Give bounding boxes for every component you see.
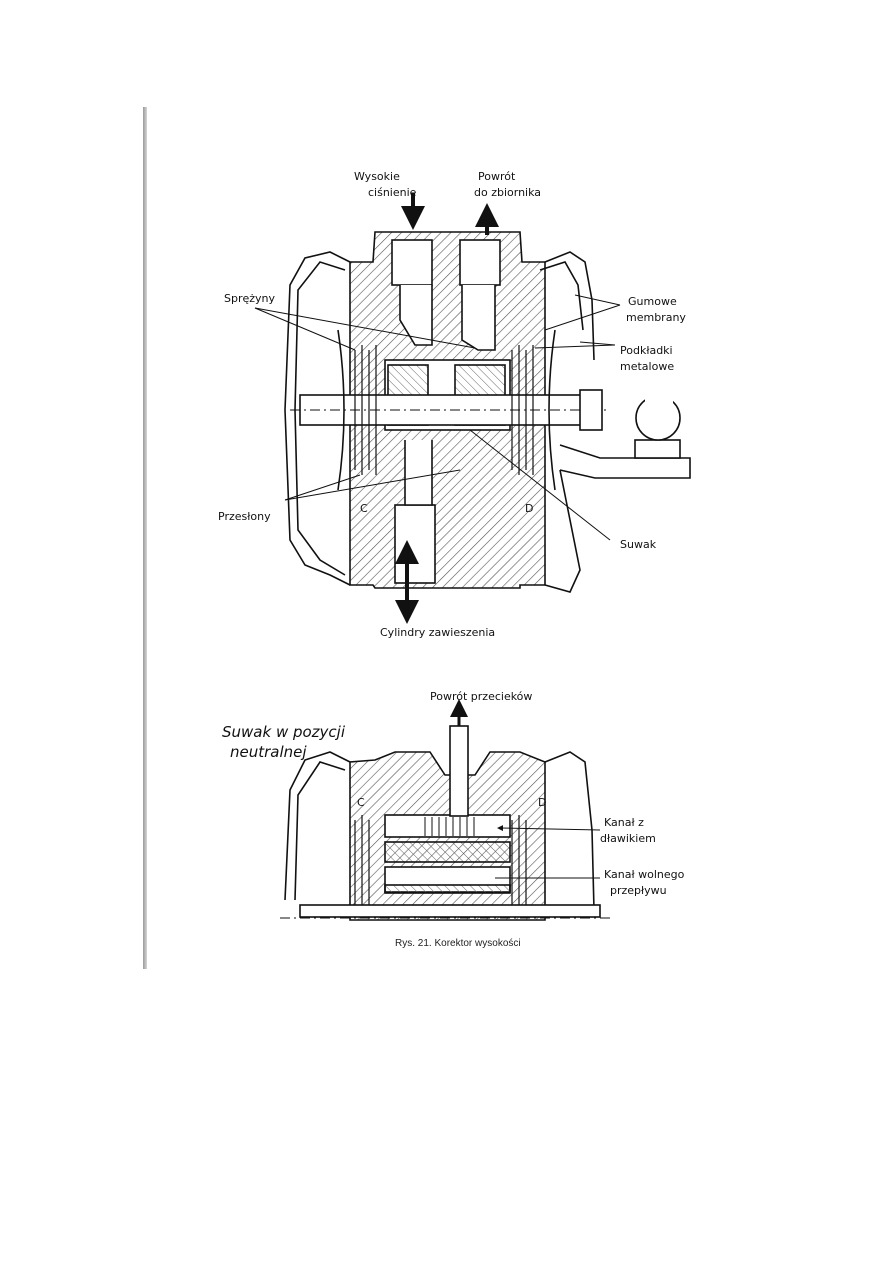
- lower-section-drawing: [280, 725, 610, 921]
- labels: Wysokie ciśnienie Powrót do zbiornika Sp…: [218, 170, 686, 949]
- label-metal-washers-2: metalowe: [620, 360, 674, 373]
- label-return-tank-2: do zbiornika: [474, 186, 541, 199]
- label-suspension-cylinders: Cylindry zawieszenia: [380, 626, 495, 639]
- label-free-flow-channel-1: Kanał wolnego: [604, 868, 685, 881]
- upper-section-drawing: [284, 231, 691, 593]
- label-free-flow-channel-2: przepływu: [610, 884, 667, 897]
- scanned-page-edge: [143, 107, 147, 969]
- label-chamber-d: D: [525, 502, 533, 515]
- label-metal-washers-1: Podkładki: [620, 344, 673, 357]
- label-rubber-membranes-2: membrany: [626, 311, 686, 324]
- label-throttle-channel-1: Kanał z: [604, 816, 644, 829]
- leader-lines-upper: [254, 294, 621, 541]
- label-springs: Sprężyny: [224, 292, 276, 305]
- label-spool-neutral-1: Suwak w pozycji: [222, 723, 346, 741]
- label-return-tank-1: Powrót: [478, 170, 516, 183]
- figure-caption: Rys. 21. Korektor wysokości: [395, 938, 521, 949]
- label-throttle-channel-2: dławikiem: [600, 832, 656, 845]
- label-rubber-membranes-1: Gumowe: [628, 295, 677, 308]
- label-chamber-d-lower: D: [538, 796, 546, 809]
- leader-lines-lower: [495, 825, 601, 879]
- label-chamber-c-lower: C: [357, 796, 365, 809]
- label-spool-neutral-2: neutralnej: [230, 743, 307, 761]
- label-leak-return: Powrót przecieków: [430, 690, 532, 703]
- label-diaphragms: Przesłony: [218, 510, 271, 523]
- label-high-pressure-1: Wysokie: [354, 170, 400, 183]
- flow-arrows-upper: [395, 193, 499, 624]
- label-chamber-c: C: [360, 502, 368, 515]
- label-spool: Suwak: [620, 538, 657, 551]
- label-high-pressure-2: ciśnienie: [368, 186, 417, 199]
